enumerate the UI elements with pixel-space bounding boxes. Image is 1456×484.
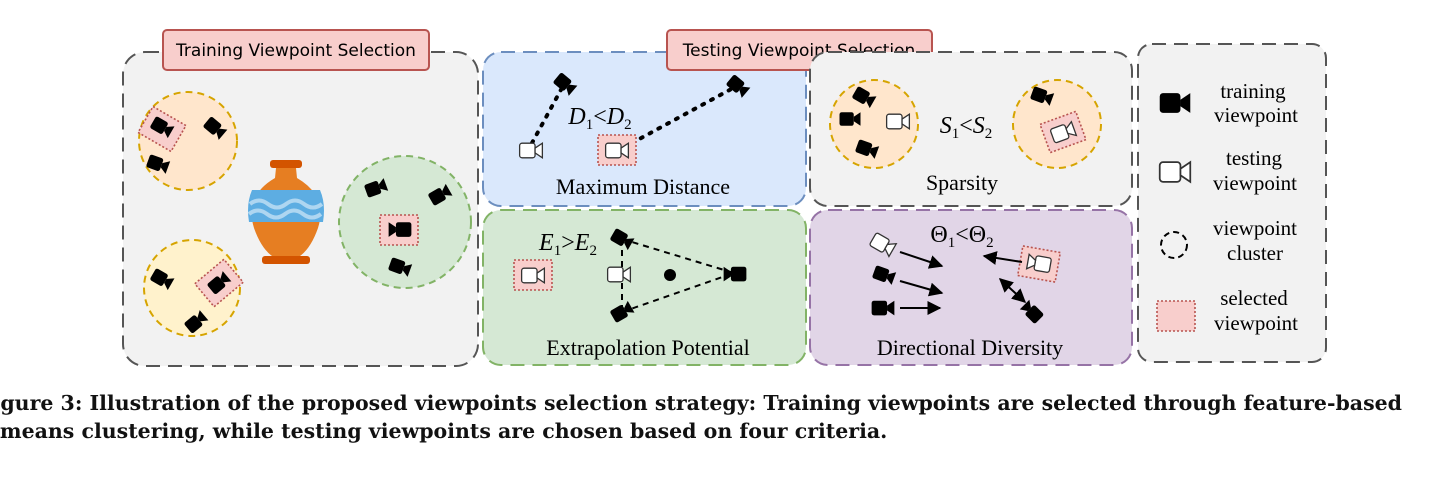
direction-arrow xyxy=(998,278,1027,303)
training-header: Training Viewpoint Selection xyxy=(175,41,416,61)
legend-selected-2: viewpoint xyxy=(1214,311,1298,335)
extrapolation-panel xyxy=(482,209,807,366)
distance-line xyxy=(630,85,737,145)
legend-training-2: viewpoint xyxy=(1214,103,1298,127)
legend-selected-icon xyxy=(1156,300,1196,332)
testing-camera-icon xyxy=(885,113,911,130)
direction-arrow xyxy=(899,280,944,297)
training-header-box xyxy=(162,29,430,71)
max-distance-formula: D1<D2 xyxy=(567,104,631,133)
legend-cluster: viewpoint xyxy=(1213,216,1297,240)
sparsity-label: Sparsity xyxy=(926,170,998,195)
max-distance-label: Maximum Distance xyxy=(556,174,730,199)
testing-camera-icon xyxy=(520,267,546,284)
diagram: Training Viewpoint Selection Testing Vie… xyxy=(122,29,1327,367)
legend-testing-2: viewpoint xyxy=(1213,171,1297,195)
figure-caption: Figure 3: Illustration of the proposed v… xyxy=(0,389,1456,445)
legend-cluster-2: cluster xyxy=(1227,241,1283,265)
directional-label: Directional Diversity xyxy=(877,335,1063,360)
direction-arrow xyxy=(982,251,1023,265)
distance-line xyxy=(530,84,565,145)
legend-selected: selected xyxy=(1220,286,1288,310)
cluster-orange xyxy=(829,79,919,169)
extrapolation-line xyxy=(621,272,735,313)
testing-camera-icon xyxy=(604,142,630,159)
testing-camera-icon xyxy=(606,266,632,283)
caption-line-1: Figure 3: Illustration of the proposed v… xyxy=(0,391,1402,415)
centroid-dot xyxy=(664,269,676,281)
caption-line-2: k-means clustering, while testing viewpo… xyxy=(0,419,888,443)
vase-icon xyxy=(247,160,324,264)
legend-panel xyxy=(1137,43,1327,363)
cluster-yellow xyxy=(143,239,241,337)
directional-formula: Θ1<Θ2 xyxy=(930,222,993,251)
extrapolation-line xyxy=(621,238,735,274)
testing-camera-icon xyxy=(518,142,544,159)
extrapolation-label: Extrapolation Potential xyxy=(546,335,749,360)
legend-cluster-icon xyxy=(1160,231,1188,259)
direction-arrow xyxy=(899,251,944,269)
legend-testing: testing xyxy=(1226,146,1282,170)
extrapolation-formula: E1>E2 xyxy=(538,230,597,259)
sparsity-formula: S1<S2 xyxy=(940,113,993,142)
legend-training: training xyxy=(1220,79,1286,103)
testing-camera-icon xyxy=(1158,161,1192,183)
